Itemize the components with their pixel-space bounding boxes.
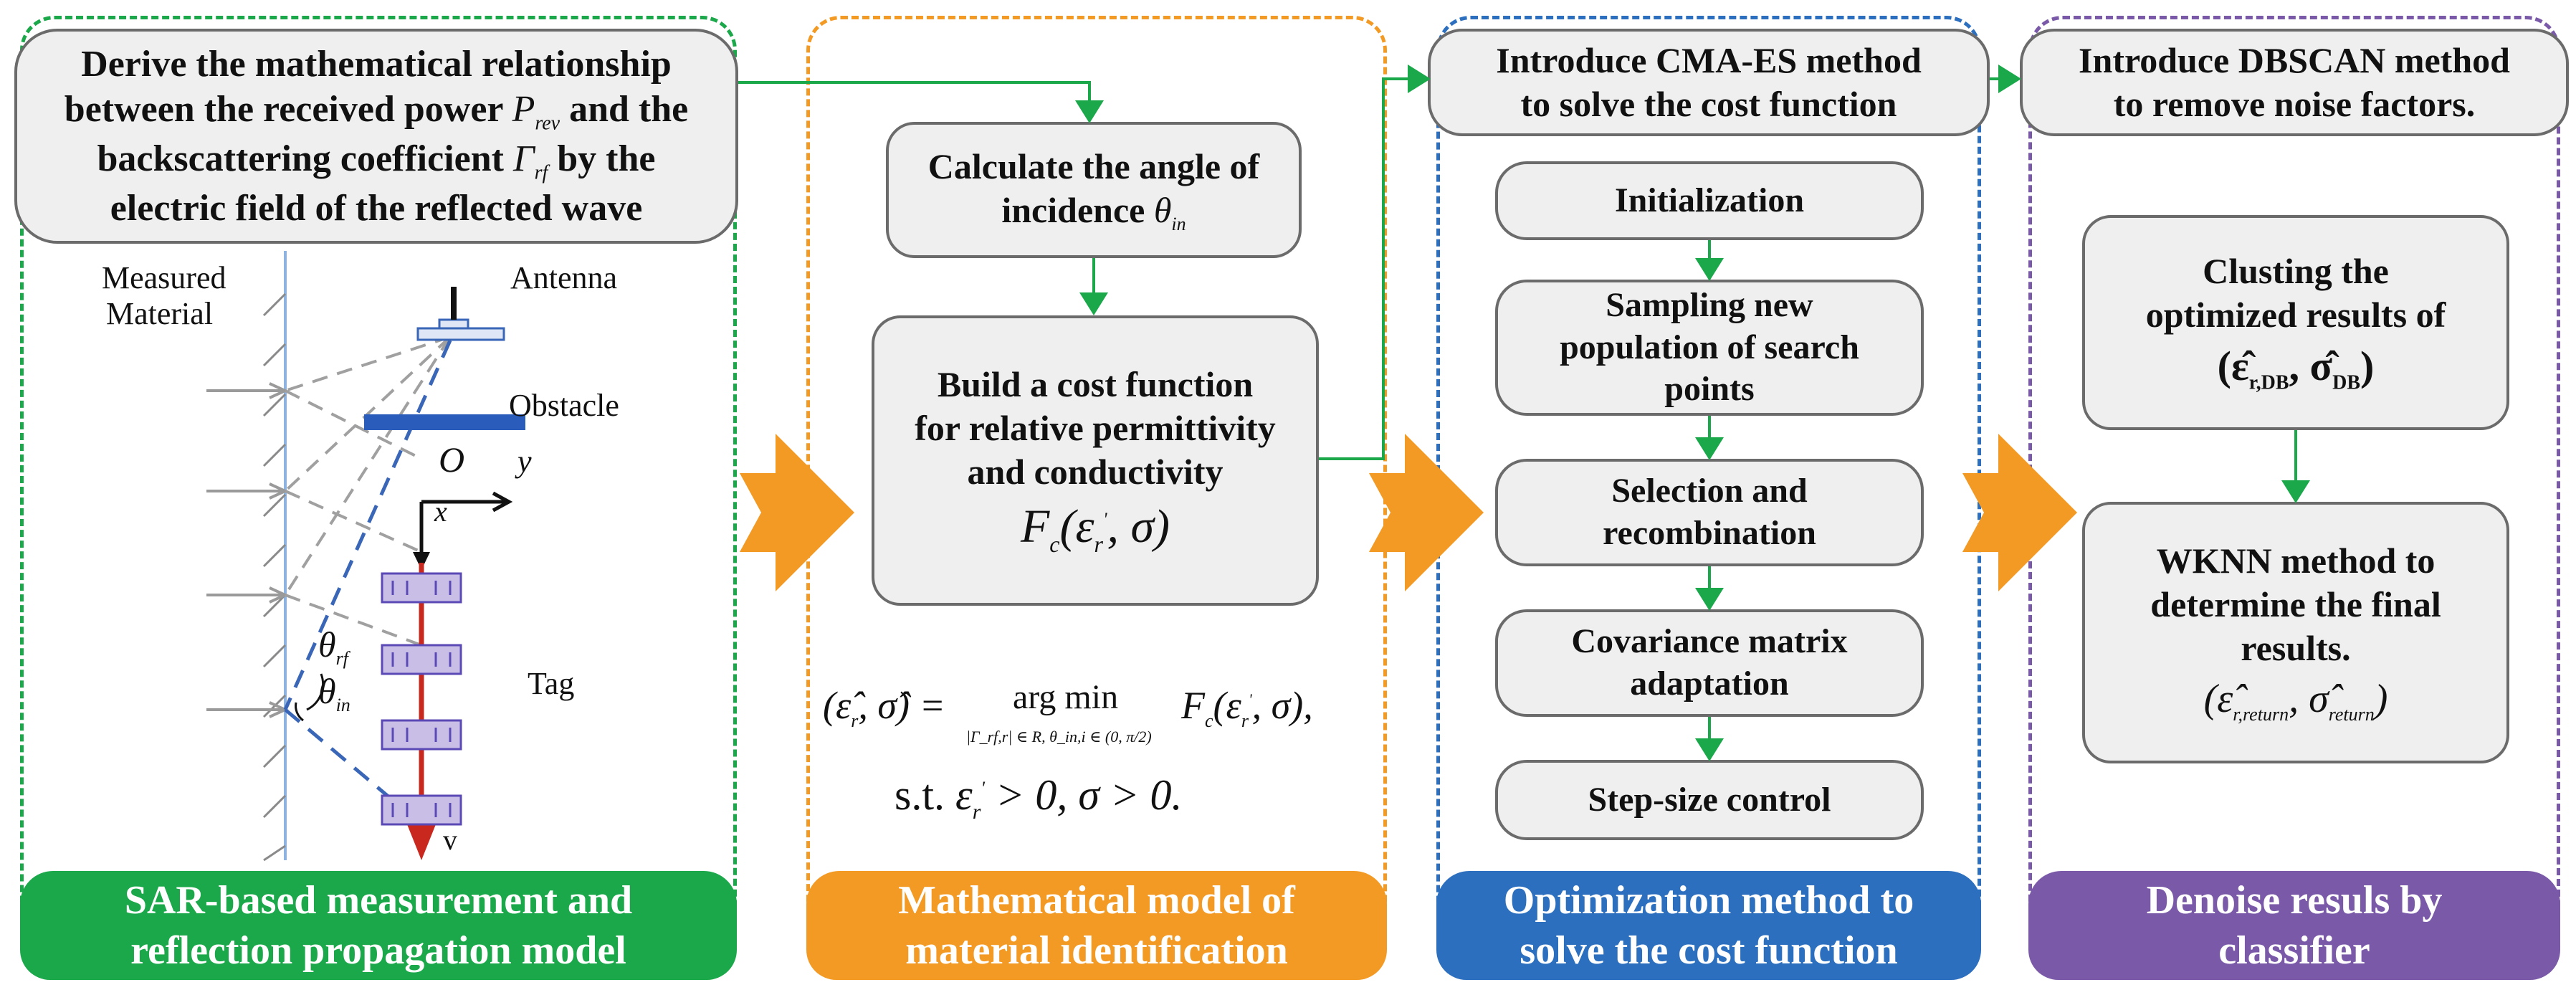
big-flow-arrows — [740, 434, 2077, 591]
build-cost-function-box: Build a cost function for relative permi… — [872, 315, 1319, 606]
theta-rf-label: θrf — [318, 624, 348, 669]
gamma-rf-symbol: Γrf — [512, 138, 548, 184]
origin-label: O — [439, 439, 465, 480]
reflection-rays — [206, 382, 289, 718]
y-axis-label: y — [517, 444, 532, 479]
sar-geometry-illustration — [206, 251, 525, 862]
angle-arc-rf — [306, 673, 325, 711]
material-label: Material — [106, 296, 214, 331]
equation-subject-to: s.t. εr' > 0, σ > 0. — [895, 771, 1183, 824]
clustering-box: Clusting the optimized results of (ε̂r,D… — [2082, 215, 2509, 430]
step-initialization: Initialization — [1495, 161, 1924, 240]
derive-line-1: Derive the mathematical relationship — [81, 44, 672, 85]
derive-line-3: backscattering coefficient Γrf by the — [97, 138, 656, 184]
x-axis-label: x — [434, 495, 447, 528]
equation-lhs: (ε̂r, σ̂) = — [823, 684, 945, 731]
equation-rhs: Fc(εr', σ), — [1181, 684, 1313, 731]
tag-antenna-marks — [391, 581, 452, 817]
connector-p1-to-p2 — [738, 81, 1104, 123]
derive-relationship-box: Derive the mathematical relationship bet… — [14, 29, 738, 244]
derive-line-4: electric field of the reflected wave — [110, 187, 643, 229]
tag-label: Tag — [528, 666, 575, 701]
theta-in-label: θin — [318, 671, 350, 715]
wknn-box: WKNN method to determine the final resul… — [2082, 502, 2509, 763]
velocity-label: v — [443, 824, 457, 856]
material-hatch — [262, 292, 287, 862]
equation-constraint: |Γ_rf,r| ∈ R, θ_in,i ∈ (0, π/2) — [966, 728, 1152, 746]
angle-arc-in — [295, 702, 304, 722]
big-arrow-1 — [740, 434, 854, 591]
argmin-equation: (ε̂r, σ̂) = arg min |Γ_rf,r| ∈ R, θ_in,i… — [823, 670, 1382, 857]
connector-p2-to-p3 — [1319, 65, 1431, 460]
derive-line-2: between the received power Prev and the — [64, 89, 689, 135]
big-arrow-3 — [1962, 434, 2077, 591]
theta-in-symbol: θin — [1153, 189, 1186, 234]
measured-label: Measured — [102, 260, 226, 295]
wknn-result-formula: (ε̂r,return, σ̂return) — [2203, 677, 2388, 725]
cost-function-formula: Fc(εr', σ) — [1020, 500, 1170, 558]
tag-icons — [381, 572, 462, 826]
dbscan-result-formula: (ε̂r,DB, σ̂DB) — [2217, 343, 2375, 394]
big-arrow-2 — [1369, 434, 1484, 591]
calculate-angle-box: Calculate the angle of incidence θin — [886, 122, 1302, 258]
obstacle-bar — [364, 414, 525, 430]
antenna-label: Antenna — [510, 260, 618, 295]
equation-argmin-op: arg min — [1013, 678, 1119, 716]
obstacle-label: Obstacle — [509, 388, 619, 423]
blue-incidence-paths — [283, 339, 452, 826]
prev-symbol: Prev — [512, 89, 560, 135]
dashed-reflection-paths — [284, 335, 452, 647]
step-size-control: Step-size control — [1495, 760, 1924, 840]
